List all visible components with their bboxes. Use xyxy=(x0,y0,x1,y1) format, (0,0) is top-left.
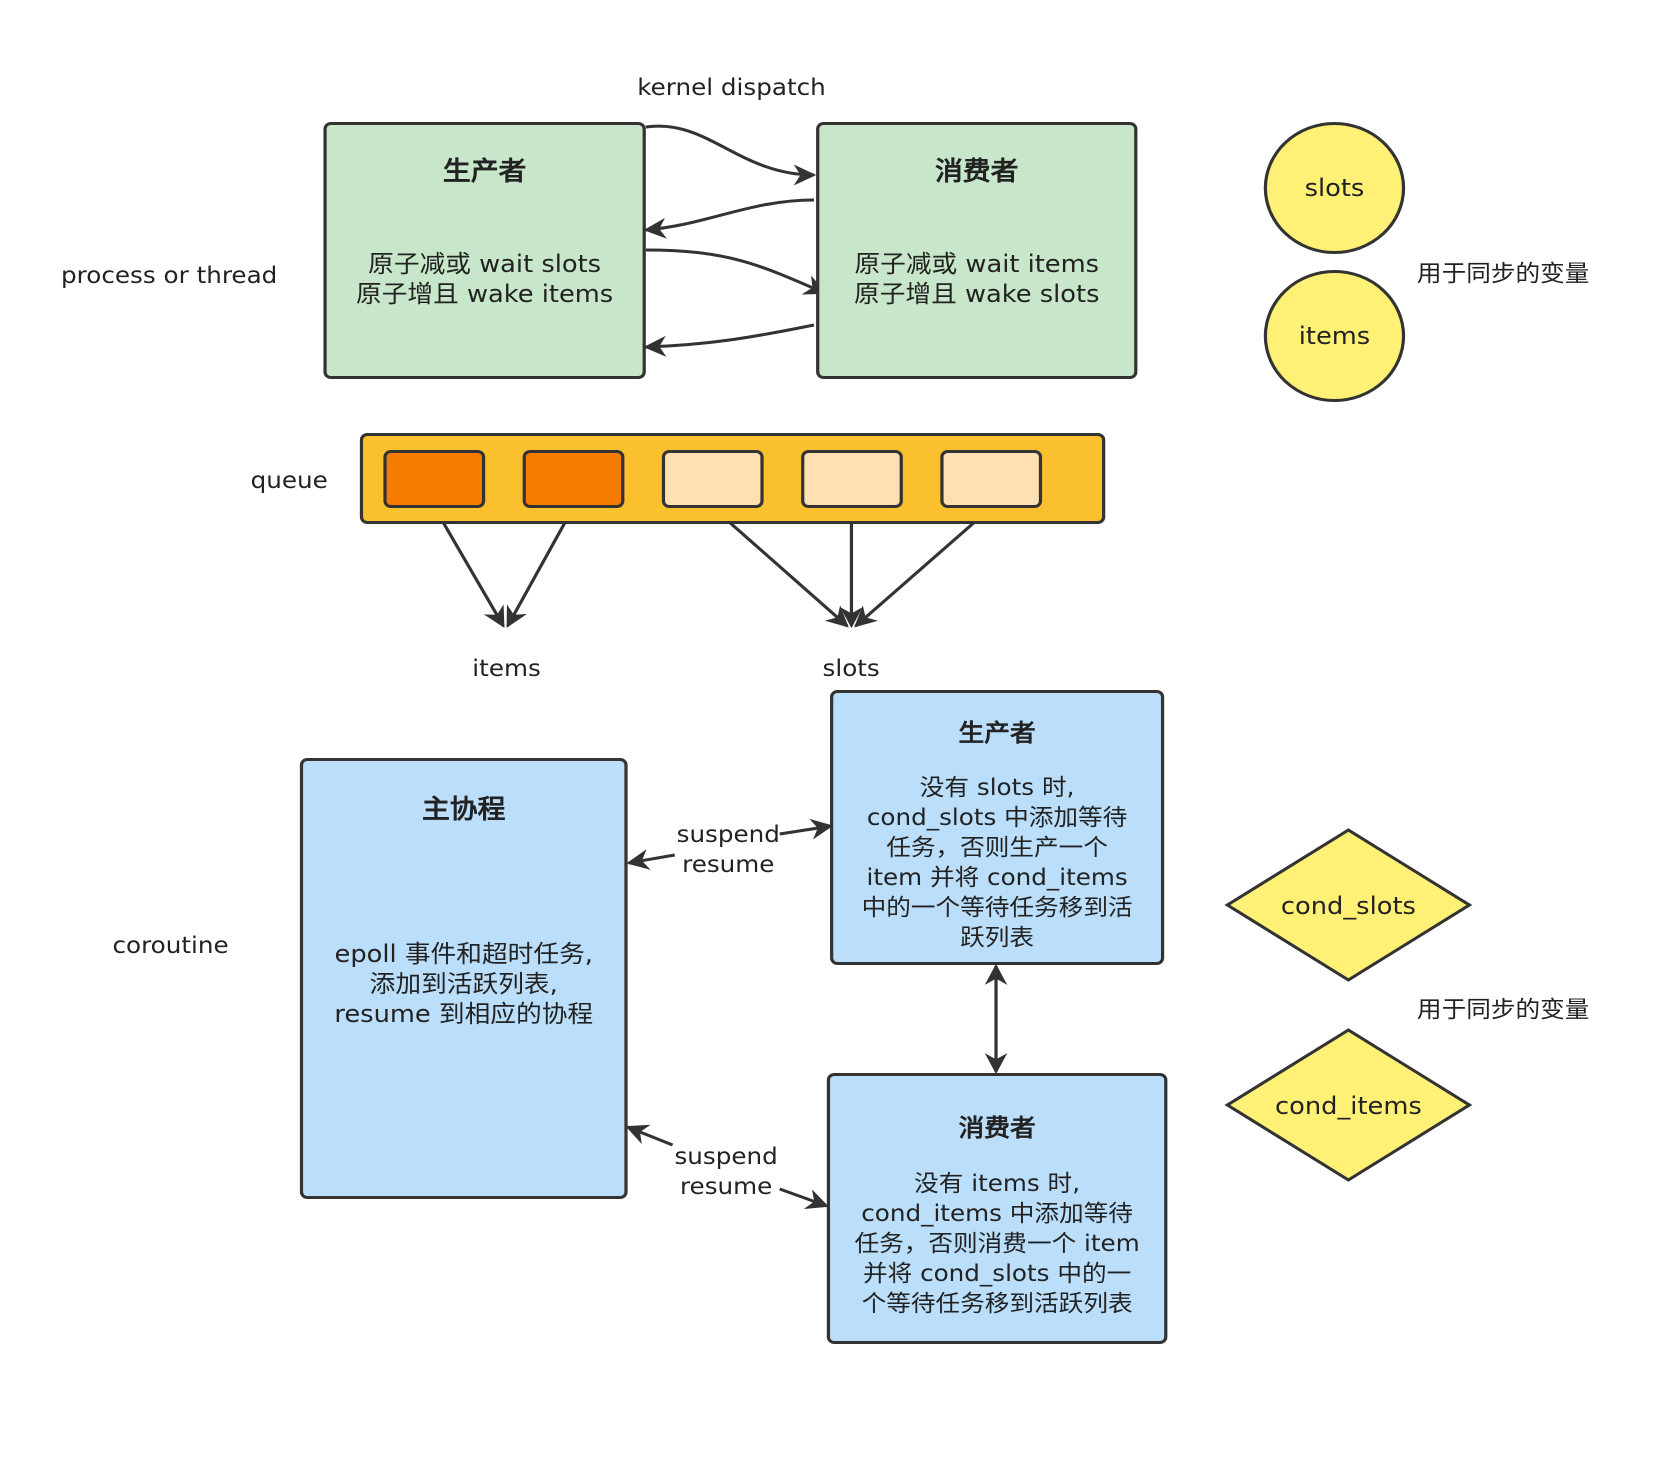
resume-arrow-producer xyxy=(626,849,676,870)
queue-cell-empty-1 xyxy=(661,450,764,508)
producer-thread-title: 生产者 xyxy=(442,157,527,187)
consumer-thread-line-1: 原子减或 wait items xyxy=(854,250,1100,278)
consumer-coroutine-box: 消费者 没有 items 时, cond_items 中添加等待 任务，否则消费… xyxy=(826,1073,1168,1344)
producer-coroutine-text: 没有 slots 时, cond_slots 中添加等待 任务，否则生产一个 i… xyxy=(833,773,1161,953)
consumer-coroutine-line-3: 任务，否则消费一个 item xyxy=(854,1231,1140,1257)
queue-arrow-items-1 xyxy=(433,507,505,628)
suspend-resume-label-2: suspend resume xyxy=(673,1142,780,1202)
suspend-resume-label-1: suspend resume xyxy=(675,820,782,880)
main-coroutine-line-1: epoll 事件和超时任务, xyxy=(334,940,593,968)
producer-coroutine-box: 生产者 没有 slots 时, cond_slots 中添加等待 任务，否则生产… xyxy=(830,690,1165,965)
queue-label: queue xyxy=(250,468,328,494)
cond-items-diamond-shape xyxy=(1224,1028,1473,1182)
producer-coroutine-title: 生产者 xyxy=(958,719,1036,747)
producer-thread-text: 原子减或 wait slots 原子增且 wake items xyxy=(327,249,643,309)
cond-slots-label: cond_slots xyxy=(1280,892,1416,920)
producer-coroutine-line-2: cond_slots 中添加等待 xyxy=(866,805,1128,831)
items-target-label: items xyxy=(472,656,541,682)
sync-vars-label-top: 用于同步的变量 xyxy=(1416,261,1590,287)
queue-cell-empty-2 xyxy=(801,450,903,508)
queue-cell-empty-3 xyxy=(940,450,1043,508)
dispatch-arrow-4 xyxy=(643,323,815,357)
slots-circle: slots xyxy=(1263,122,1406,254)
queue-cell-filled-1 xyxy=(383,450,486,508)
producer-coroutine-line-1: 没有 slots 时, xyxy=(919,775,1075,801)
main-coroutine-box: 主协程 epoll 事件和超时任务, 添加到活跃列表, resume 到相应的协… xyxy=(299,758,628,1199)
queue-arrow-items-2 xyxy=(506,507,575,628)
consumer-coroutine-line-5: 个等待任务移到活跃列表 xyxy=(861,1291,1133,1317)
suspend-arrow-producer xyxy=(779,818,834,840)
items-circle: items xyxy=(1263,270,1406,402)
consumer-coroutine-line-4: 并将 cond_slots 中的一 xyxy=(862,1261,1132,1287)
suspend-label-1: suspend xyxy=(676,822,780,848)
queue-cell-filled-2 xyxy=(522,450,625,508)
consumer-coroutine-line-1: 没有 items 时, xyxy=(914,1171,1081,1197)
consumer-thread-line-2: 原子增且 wake slots xyxy=(854,280,1100,308)
consumer-coroutine-text: 没有 items 时, cond_items 中添加等待 任务，否则消费一个 i… xyxy=(830,1169,1164,1319)
queue-arrow-slots-3 xyxy=(854,506,992,628)
resume-arrow-consumer xyxy=(779,1187,829,1209)
coroutine-label: coroutine xyxy=(112,933,229,959)
suspend-label-2: suspend xyxy=(674,1144,778,1170)
producer-coroutine-line-6: 跃列表 xyxy=(960,925,1035,951)
dispatch-arrow-2 xyxy=(643,198,814,239)
sync-vars-label-bottom: 用于同步的变量 xyxy=(1416,997,1590,1023)
producer-coroutine-line-4: item 并将 cond_items xyxy=(866,865,1128,891)
consumer-coroutine-title: 消费者 xyxy=(958,1114,1036,1142)
consumer-thread-text: 原子减或 wait items 原子增且 wake slots xyxy=(819,249,1134,309)
producer-coroutine-line-5: 中的一个等待任务移到活 xyxy=(861,895,1133,921)
cond-slots-diamond-shape xyxy=(1224,828,1473,982)
producer-coroutine-line-3: 任务，否则生产一个 xyxy=(886,835,1108,861)
consumer-thread-title: 消费者 xyxy=(934,157,1019,187)
kernel-dispatch-label: kernel dispatch xyxy=(637,75,826,101)
consumer-coroutine-line-2: cond_items 中添加等待 xyxy=(861,1201,1133,1227)
queue-arrow-slots-1 xyxy=(712,506,849,628)
main-coroutine-title: 主协程 xyxy=(421,795,506,825)
suspend-arrow-consumer xyxy=(625,1124,674,1147)
producer-thread-line-2: 原子增且 wake items xyxy=(356,280,614,308)
resume-label-2: resume xyxy=(679,1174,773,1200)
consumer-thread-box: 消费者 原子减或 wait items 原子增且 wake slots xyxy=(816,122,1138,379)
producer-thread-line-1: 原子减或 wait slots xyxy=(368,250,602,278)
main-coroutine-line-3: resume 到相应的协程 xyxy=(334,1000,594,1028)
resume-label-1: resume xyxy=(682,852,775,878)
process-or-thread-label: process or thread xyxy=(61,263,278,289)
cond-items-label: cond_items xyxy=(1274,1092,1422,1120)
producer-thread-box: 生产者 原子减或 wait slots 原子增且 wake items xyxy=(323,122,646,379)
main-coroutine-line-2: 添加到活跃列表, xyxy=(369,970,558,998)
main-coroutine-text: epoll 事件和超时任务, 添加到活跃列表, resume 到相应的协程 xyxy=(303,939,624,1029)
slots-target-label: slots xyxy=(822,656,880,682)
dispatch-arrow-1 xyxy=(645,124,817,186)
dispatch-arrow-3 xyxy=(645,248,827,295)
